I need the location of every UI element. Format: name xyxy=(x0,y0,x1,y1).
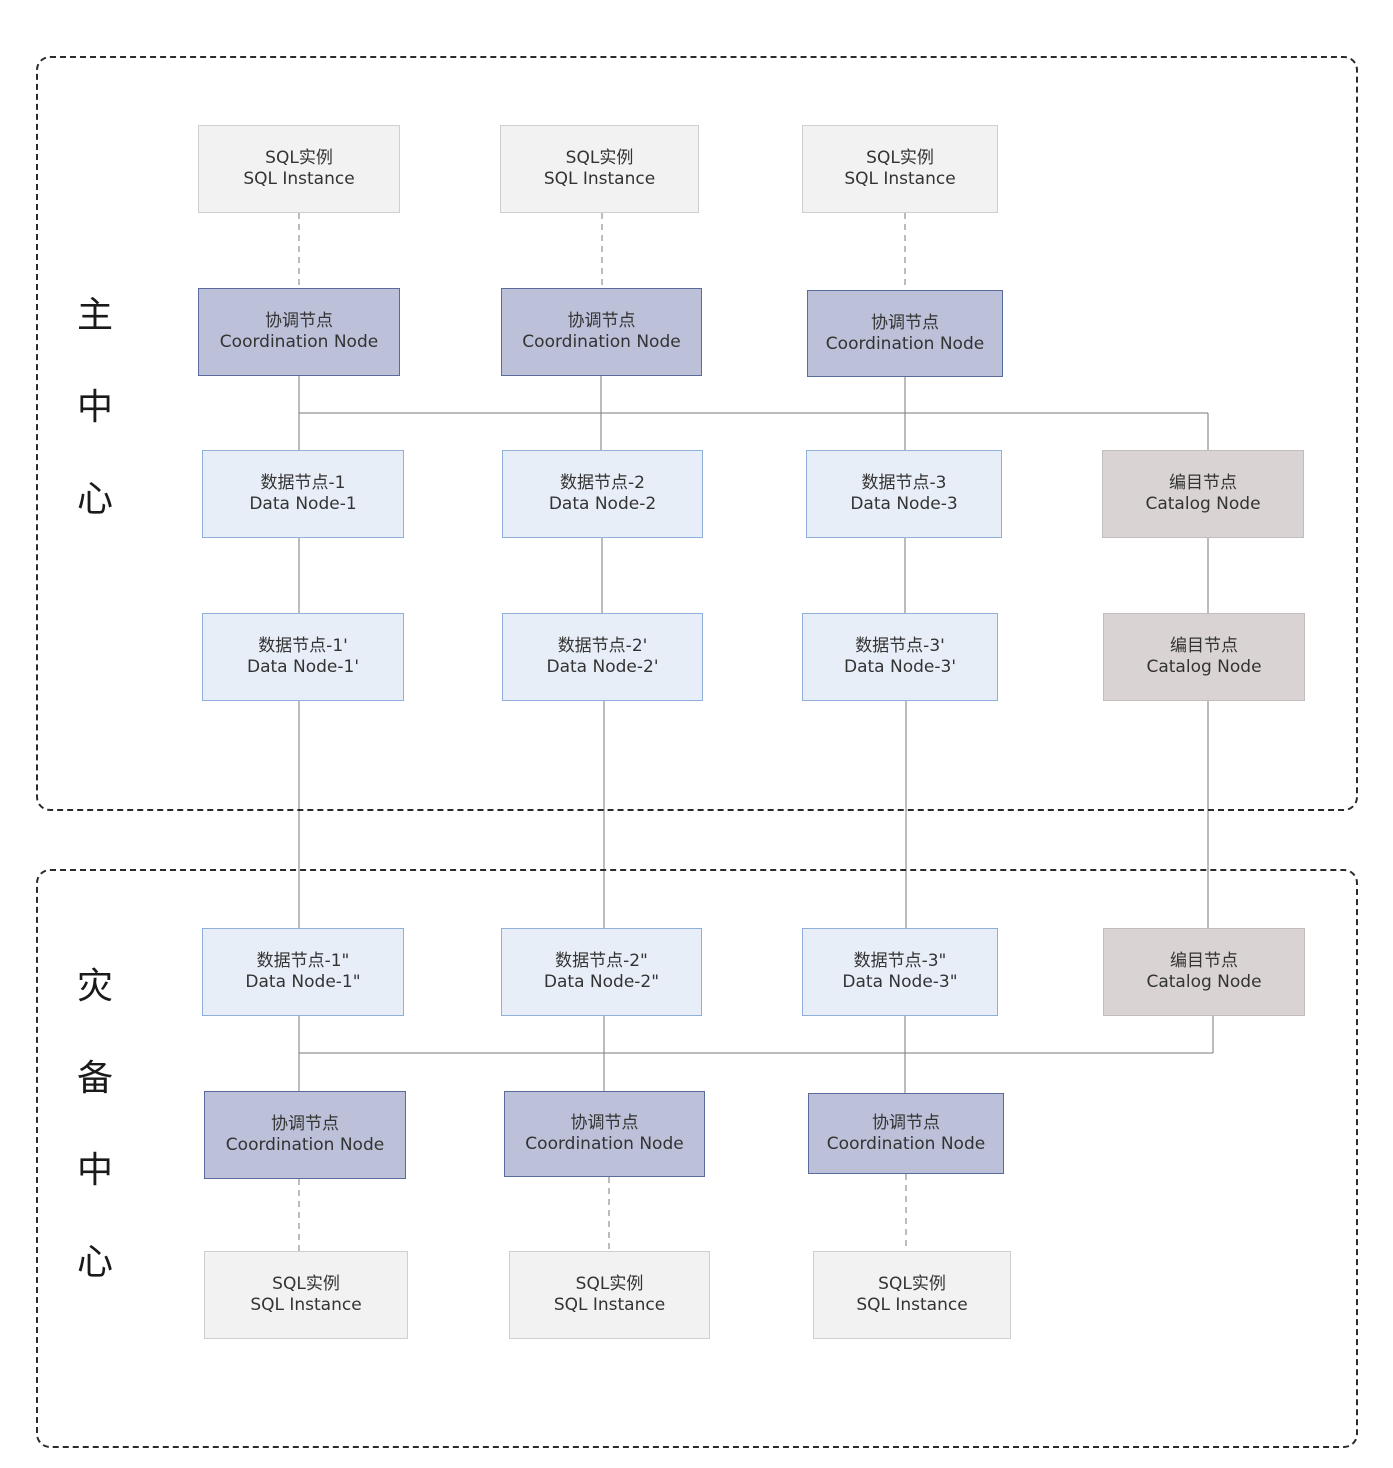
primary-center-region xyxy=(36,56,1358,811)
standby-sql-instance-3: SQL实例 SQL Instance xyxy=(813,1251,1011,1339)
node-label-en: SQL Instance xyxy=(844,169,956,189)
standby-label-char: 备 xyxy=(76,1058,113,1099)
node-label-en: SQL Instance xyxy=(243,169,355,189)
primary-coordination-node-2: 协调节点 Coordination Node xyxy=(501,288,702,376)
node-label-cn: 数据节点-2" xyxy=(555,951,648,971)
standby-sql-instance-2: SQL实例 SQL Instance xyxy=(509,1251,710,1339)
node-label-en: Coordination Node xyxy=(219,332,379,352)
node-label-en: Data Node-3 xyxy=(850,494,958,514)
node-label-cn: 数据节点-2' xyxy=(557,636,648,656)
node-label-cn: SQL实例 xyxy=(565,148,634,168)
node-label-en: Catalog Node xyxy=(1146,657,1262,677)
primary-label-char: 中 xyxy=(76,387,113,428)
node-label-en: Data Node-1" xyxy=(245,972,361,992)
primary-sql-instance-2: SQL实例 SQL Instance xyxy=(500,125,699,213)
node-label-cn: 数据节点-1" xyxy=(256,951,350,971)
standby-coordination-node-2: 协调节点 Coordination Node xyxy=(504,1091,705,1177)
primary-data-node-1: 数据节点-1 Data Node-1 xyxy=(202,450,404,538)
node-label-cn: 数据节点-1 xyxy=(260,473,346,493)
replica-data-node-1: 数据节点-1' Data Node-1' xyxy=(202,613,404,701)
node-label-cn: 数据节点-2 xyxy=(560,473,645,493)
node-label-cn: 协调节点 xyxy=(567,311,636,331)
node-label-en: Coordination Node xyxy=(525,1134,684,1154)
primary-data-node-2: 数据节点-2 Data Node-2 xyxy=(502,450,703,538)
node-label-en: Catalog Node xyxy=(1145,494,1261,514)
node-label-en: SQL Instance xyxy=(856,1295,968,1315)
primary-catalog-node: 编目节点 Catalog Node xyxy=(1102,450,1304,538)
node-label-en: Coordination Node xyxy=(826,1133,986,1154)
primary-coordination-node-1: 协调节点 Coordination Node xyxy=(198,288,400,376)
primary-data-node-3: 数据节点-3 Data Node-3 xyxy=(806,450,1002,538)
node-label-en: Data Node-3' xyxy=(844,657,956,677)
node-label-cn: 数据节点-1' xyxy=(258,636,348,656)
standby-center-region xyxy=(36,869,1358,1448)
replica-data-node-3: 数据节点-3' Data Node-3' xyxy=(802,613,998,701)
standby-center-label: 灾 备 中 心 xyxy=(65,941,125,1309)
node-label-cn: 编目节点 xyxy=(1170,951,1238,971)
node-label-cn: 编目节点 xyxy=(1169,473,1237,493)
node-label-en: Data Node-1' xyxy=(247,657,359,677)
node-label-en: Data Node-1 xyxy=(249,494,357,514)
node-label-cn: SQL实例 xyxy=(575,1274,644,1294)
node-label-en: Data Node-2' xyxy=(546,657,659,677)
node-label-en: SQL Instance xyxy=(250,1295,362,1315)
node-label-en: SQL Instance xyxy=(553,1295,666,1315)
standby-coordination-node-1: 协调节点 Coordination Node xyxy=(204,1091,406,1179)
replica-data-node-2: 数据节点-2' Data Node-2' xyxy=(502,613,703,701)
node-label-cn: 协调节点 xyxy=(570,1113,639,1133)
standby-data-node-2: 数据节点-2" Data Node-2" xyxy=(501,928,702,1016)
node-label-cn: 协调节点 xyxy=(265,311,333,331)
primary-sql-instance-1: SQL实例 SQL Instance xyxy=(198,125,400,213)
node-label-cn: SQL实例 xyxy=(272,1274,340,1294)
node-label-cn: 数据节点-3' xyxy=(855,636,945,656)
node-label-en: Catalog Node xyxy=(1146,972,1262,992)
node-label-cn: 协调节点 xyxy=(872,1112,940,1133)
node-label-cn: 数据节点-3" xyxy=(853,951,947,971)
node-label-cn: 协调节点 xyxy=(871,312,939,333)
node-label-cn: 编目节点 xyxy=(1170,636,1238,656)
primary-coordination-node-3: 协调节点 Coordination Node xyxy=(807,290,1003,377)
node-label-cn: 数据节点-3 xyxy=(861,473,947,493)
node-label-en: Data Node-3" xyxy=(842,972,958,992)
replica-catalog-node: 编目节点 Catalog Node xyxy=(1103,613,1305,701)
standby-sql-instance-1: SQL实例 SQL Instance xyxy=(204,1251,408,1339)
standby-coordination-node-3: 协调节点 Coordination Node xyxy=(808,1093,1004,1174)
standby-label-char: 灾 xyxy=(76,966,113,1007)
node-label-cn: SQL实例 xyxy=(866,148,934,168)
node-label-cn: 协调节点 xyxy=(271,1114,339,1134)
primary-center-label: 主 中 心 xyxy=(65,270,125,546)
node-label-en: SQL Instance xyxy=(543,169,656,189)
node-label-en: Data Node-2 xyxy=(548,494,657,514)
primary-label-char: 主 xyxy=(76,295,113,336)
node-label-en: Coordination Node xyxy=(225,1135,385,1155)
primary-sql-instance-3: SQL实例 SQL Instance xyxy=(802,125,998,213)
node-label-cn: SQL实例 xyxy=(265,148,333,168)
node-label-cn: SQL实例 xyxy=(878,1274,946,1294)
primary-label-char: 心 xyxy=(76,479,113,520)
node-label-en: Coordination Node xyxy=(825,333,985,354)
node-label-en: Coordination Node xyxy=(522,332,681,352)
standby-data-node-3: 数据节点-3" Data Node-3" xyxy=(802,928,998,1016)
standby-label-char: 心 xyxy=(76,1242,113,1283)
standby-label-char: 中 xyxy=(76,1150,113,1191)
standby-catalog-node: 编目节点 Catalog Node xyxy=(1103,928,1305,1016)
standby-data-node-1: 数据节点-1" Data Node-1" xyxy=(202,928,404,1016)
node-label-en: Data Node-2" xyxy=(543,972,660,992)
